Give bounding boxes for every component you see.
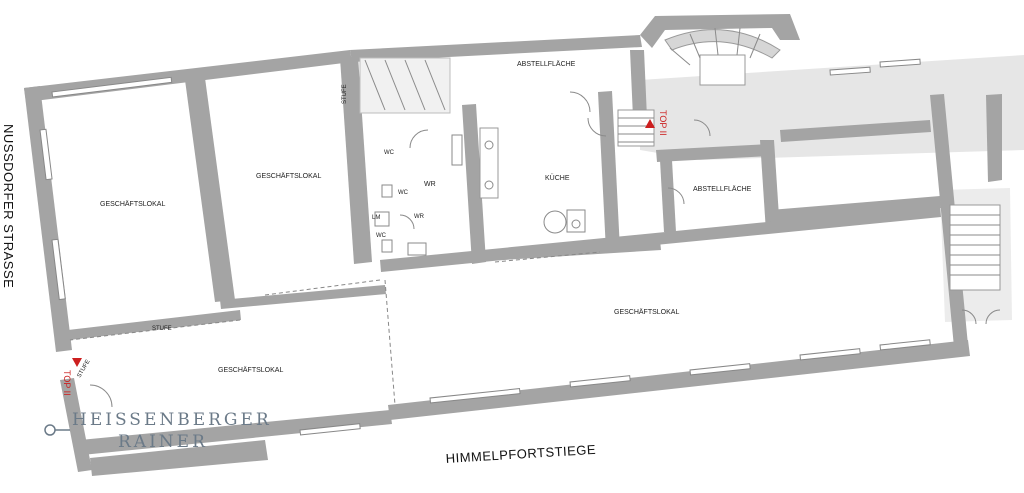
room-label-wr: WR bbox=[424, 181, 436, 188]
stairs-tower bbox=[617, 27, 781, 147]
street-label-left: NUSSDORFER STRASSE bbox=[1, 124, 16, 288]
logo-text-line1: HEISSENBERGER bbox=[72, 410, 272, 430]
logo-text-line2: RAINER bbox=[118, 432, 208, 452]
room-label-wc-3: WC bbox=[376, 233, 387, 239]
top-label-left: TOP II bbox=[62, 370, 72, 396]
room-label-abstell-top: ABSTELLFLÄCHE bbox=[517, 60, 576, 68]
stairs-right bbox=[949, 204, 1001, 325]
top-marker-left bbox=[72, 358, 82, 367]
stufe-label-2: STUFE bbox=[342, 84, 348, 104]
room-label-lokal-3: GESCHÄFTSLOKAL bbox=[218, 366, 283, 374]
wc-fixtures bbox=[374, 134, 463, 256]
kitchen-fixtures bbox=[479, 127, 586, 234]
room-label-wc-2: WC bbox=[398, 190, 409, 196]
room-label-wc-1: WC bbox=[384, 150, 395, 156]
room-label-abstell-mid: ABSTELLFLÄCHE bbox=[693, 185, 752, 193]
top-label-right: TOP II bbox=[658, 110, 668, 136]
room-label-wr-small: WR bbox=[414, 214, 425, 220]
dashed-lines bbox=[69, 251, 601, 406]
logo: HEISSENBERGER RAINER bbox=[44, 410, 272, 452]
hatched-shaft bbox=[359, 57, 451, 114]
windows bbox=[39, 58, 931, 436]
room-label-kueche: KÜCHE bbox=[545, 174, 570, 182]
doors bbox=[89, 91, 711, 408]
room-label-lokal-2: GESCHÄFTSLOKAL bbox=[256, 172, 321, 180]
room-label-lm: LM bbox=[372, 215, 380, 221]
street-label-bottom: HIMMELPFORTSTIEGE bbox=[445, 442, 596, 466]
room-label-lokal-4: GESCHÄFTSLOKAL bbox=[614, 308, 679, 316]
stufe-label-1: STUFE bbox=[152, 326, 172, 332]
room-label-lokal-1: GESCHÄFTSLOKAL bbox=[100, 200, 165, 208]
top-marker-right bbox=[645, 119, 655, 128]
